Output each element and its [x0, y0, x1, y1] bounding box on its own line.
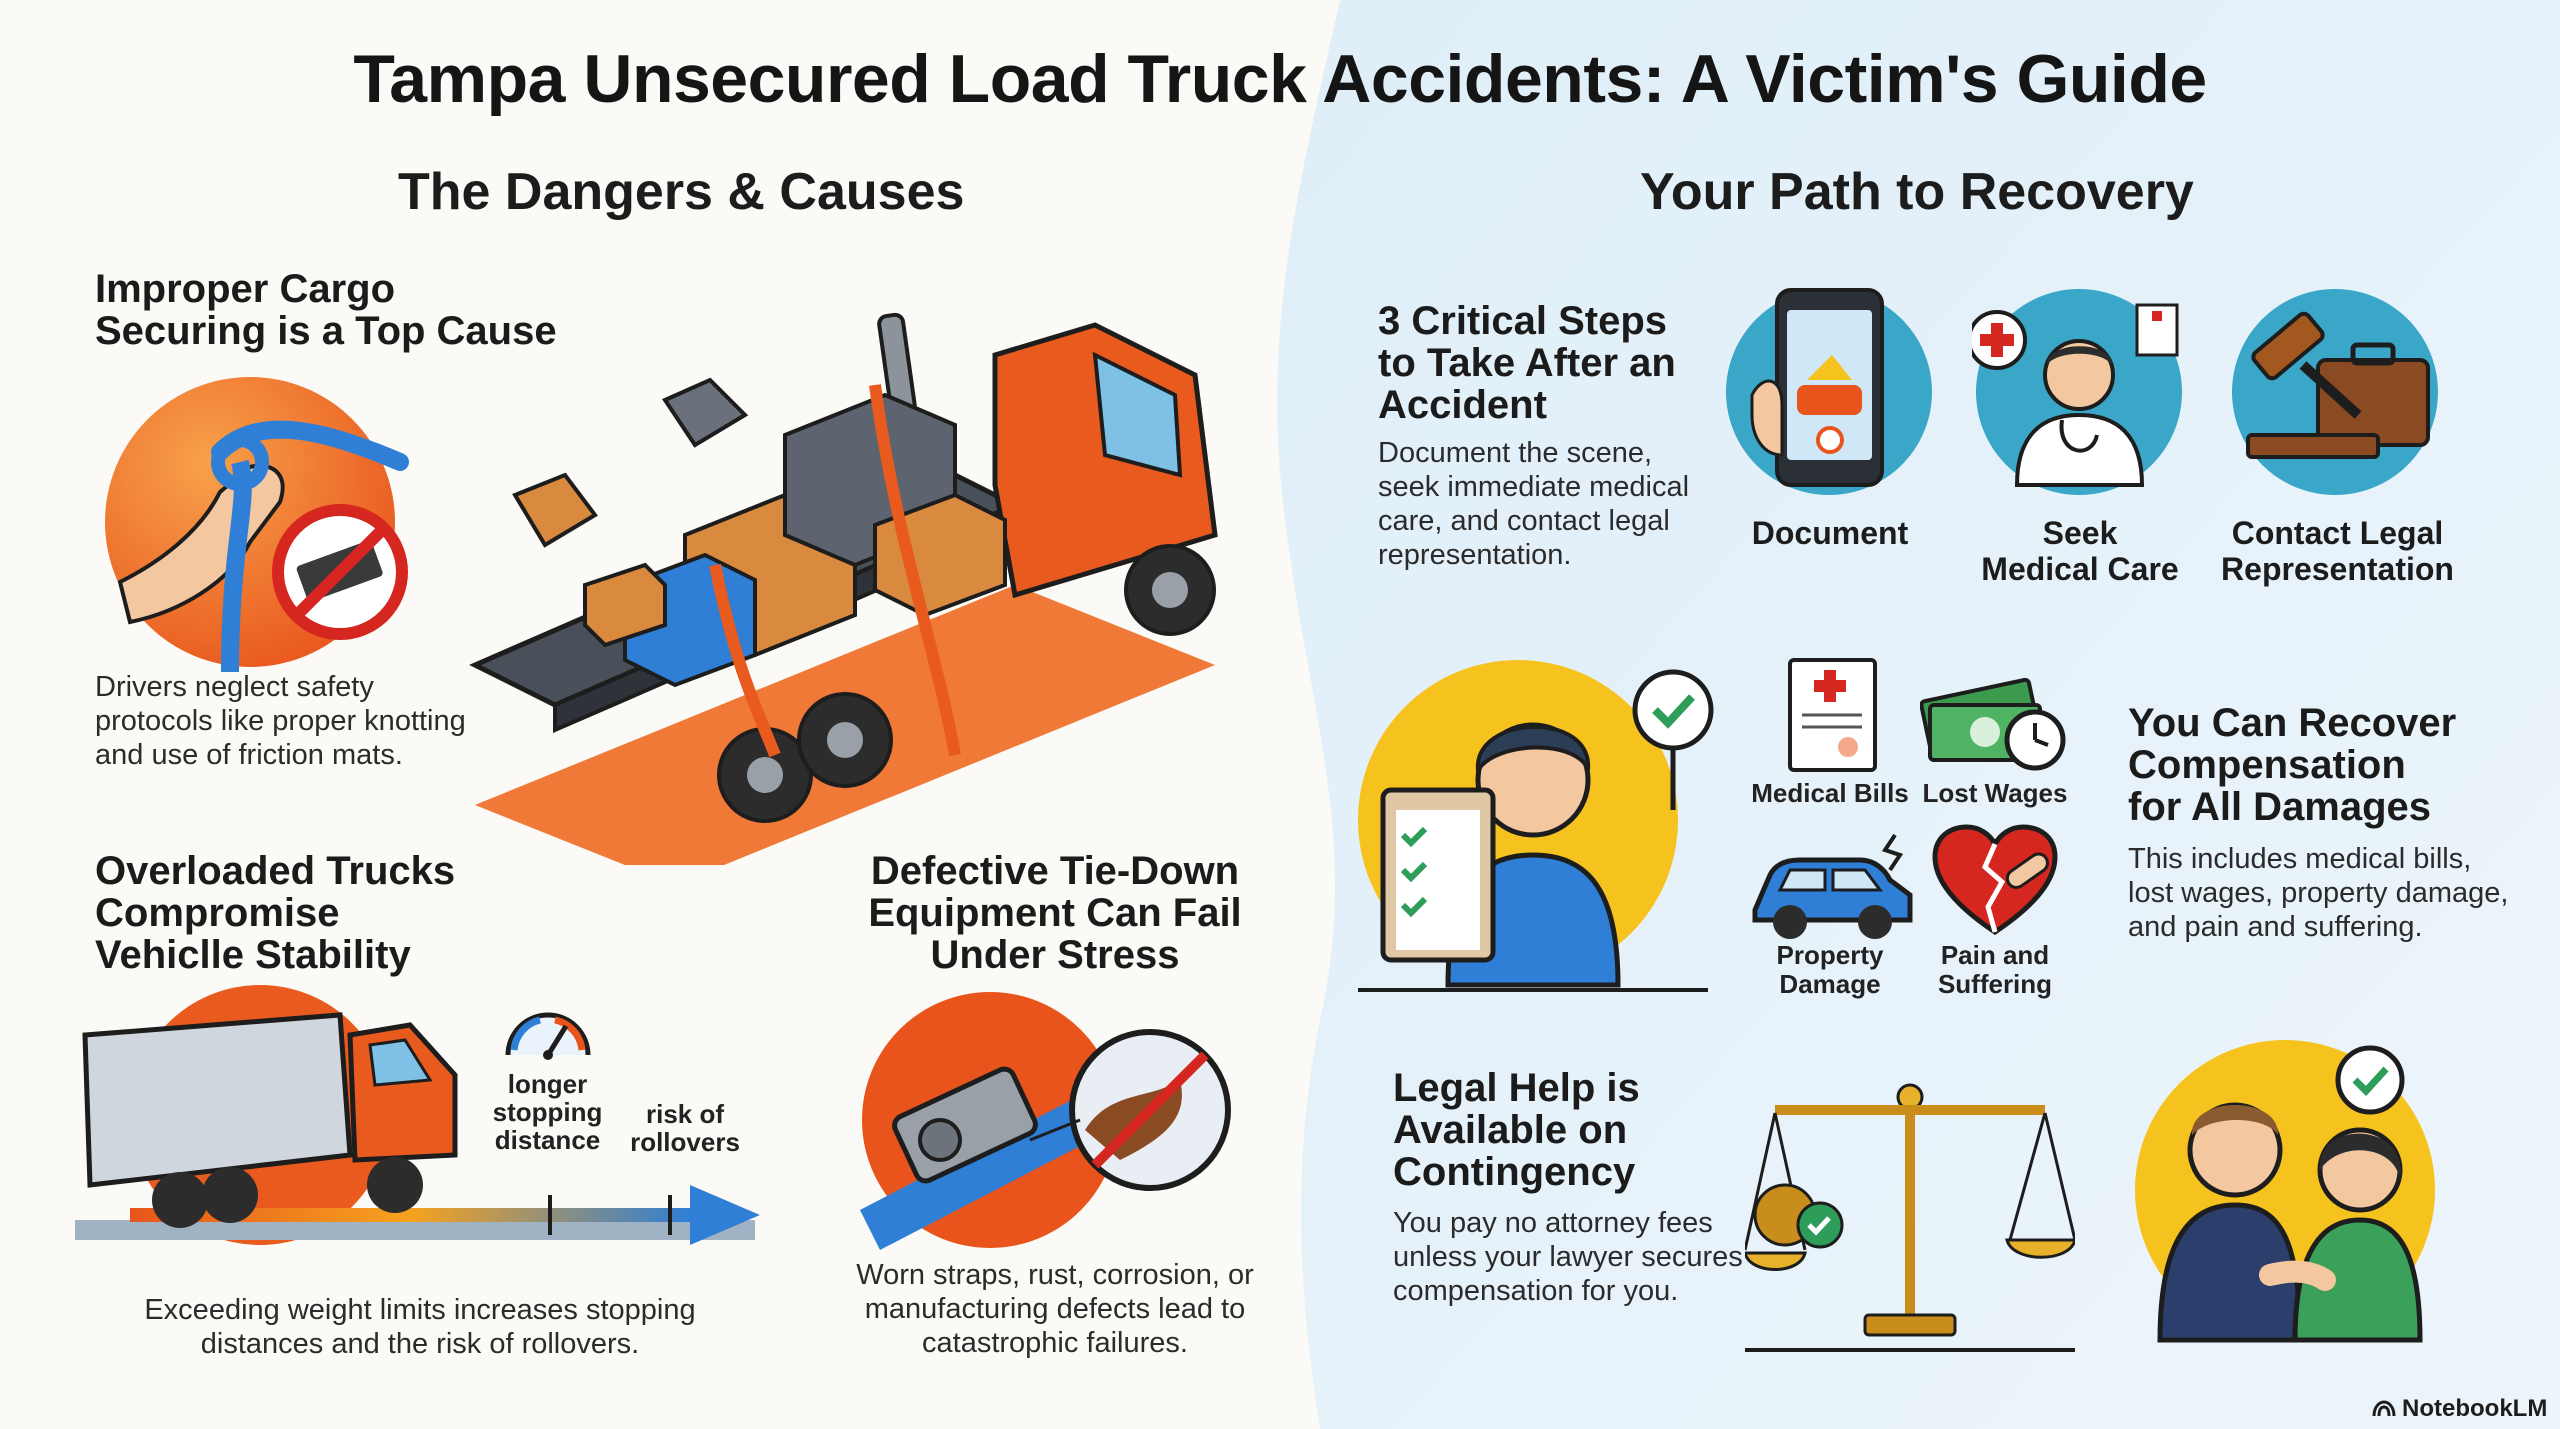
recovery-section-title: Your Path to Recovery	[1640, 163, 2194, 221]
tiedown-heading-line: Defective Tie-Down	[870, 849, 1240, 893]
contingency-description-line: You pay no attorney fees	[1393, 1207, 1713, 1239]
overloaded-truck-illustration	[75, 985, 760, 1245]
tiedown-description-line: Worn straps, rust, corrosion, or	[856, 1259, 1254, 1291]
contingency-description: You pay no attorney fees unless your law…	[1393, 1206, 1743, 1308]
stopping-distance-label: longer stopping distance	[480, 1070, 615, 1154]
phone-camera-icon	[1726, 288, 1932, 495]
step-label-line: Representation	[2221, 551, 2454, 587]
damage-label-line: Pain and	[1940, 940, 2050, 970]
steps-description: Document the scene, seek immediate medic…	[1378, 436, 1689, 572]
steps-heading-line: to Take After an	[1378, 341, 1676, 385]
risk-label-line: rollovers	[630, 1127, 740, 1157]
cargo-description: Drivers neglect safety protocols like pr…	[95, 670, 466, 772]
rope-knot-icon	[105, 377, 409, 672]
gauge-label-line: stopping	[492, 1097, 603, 1127]
tiedown-heading: Defective Tie-Down Equipment Can Fail Un…	[840, 850, 1270, 976]
contingency-heading-line: Contingency	[1393, 1150, 1636, 1194]
ratchet-strap-icon	[860, 992, 1231, 1250]
gauge-label-line: distance	[494, 1125, 601, 1155]
compensation-description-line: lost wages, property damage,	[2128, 877, 2509, 909]
damage-label-line: Suffering	[1937, 969, 2053, 999]
tiedown-description: Worn straps, rust, corrosion, or manufac…	[820, 1258, 1290, 1360]
page-title: Tampa Unsecured Load Truck Accidents: A …	[353, 41, 2207, 117]
compensation-description-line: and pain and suffering.	[2128, 911, 2423, 943]
steps-description-line: Document the scene,	[1378, 437, 1653, 469]
overload-description-line: distances and the risk of rollovers.	[200, 1328, 640, 1360]
compensation-heading-line: for All Damages	[2128, 785, 2432, 829]
person-clipboard-illustration	[1358, 660, 1714, 992]
damage-label-pain: Pain and Suffering	[1905, 941, 2085, 999]
speedometer-gauge-icon	[505, 1012, 591, 1060]
gauge-label-line: longer	[507, 1069, 588, 1099]
compensation-heading-line: Compensation	[2128, 743, 2406, 787]
tiedown-heading-line: Equipment Can Fail	[868, 891, 1242, 935]
steps-heading: 3 Critical Steps to Take After an Accide…	[1378, 300, 1676, 426]
compensation-description: This includes medical bills, lost wages,…	[2128, 842, 2508, 944]
tiedown-description-line: manufacturing defects lead to	[864, 1293, 1246, 1325]
scales-of-justice-icon	[1745, 1083, 2075, 1352]
notebooklm-brand: NotebookLM	[2372, 1395, 2547, 1423]
steps-description-line: seek immediate medical	[1378, 471, 1690, 503]
step-label-line: Document	[1751, 515, 1909, 551]
dangers-section-title: The Dangers & Causes	[398, 163, 965, 221]
risk-label-line: risk of	[645, 1099, 725, 1129]
overload-description-line: Exceeding weight limits increases stoppi…	[144, 1294, 696, 1326]
overload-heading-line: Vehiclle Stability	[95, 933, 411, 977]
notebooklm-logo-icon	[2372, 1400, 2396, 1417]
flatbed-truck-illustration	[469, 312, 1218, 865]
step-label-line: Medical Care	[1981, 551, 2179, 587]
steps-description-line: representation.	[1378, 539, 1572, 571]
step-label-document: Document	[1715, 515, 1945, 551]
cargo-description-line: protocols like proper knotting	[95, 705, 466, 737]
damage-label-line: Property	[1776, 940, 1884, 970]
step-label-medical: Seek Medical Care	[1960, 515, 2200, 587]
handshake-illustration	[2135, 1040, 2435, 1343]
damage-label-lost-wages: Lost Wages	[1922, 778, 2068, 808]
damage-label-property: Property Damage	[1740, 941, 1920, 999]
damaged-car-icon	[1752, 833, 1913, 939]
steps-description-line: care, and contact legal	[1378, 505, 1670, 537]
tiedown-description-line: catastrophic failures.	[922, 1327, 1188, 1359]
contingency-heading: Legal Help is Available on Contingency	[1393, 1067, 1640, 1193]
overload-description: Exceeding weight limits increases stoppi…	[70, 1293, 770, 1361]
step-label-line: Contact Legal	[2231, 515, 2444, 551]
contingency-heading-line: Legal Help is	[1393, 1066, 1640, 1110]
tiedown-heading-line: Under Stress	[930, 933, 1180, 977]
rollover-risk-label: risk of rollovers	[620, 1100, 750, 1156]
cargo-heading-line: Improper Cargo	[95, 267, 396, 311]
cargo-heading: Improper Cargo Securing is a Top Cause	[95, 268, 557, 352]
contingency-description-line: compensation for you.	[1393, 1275, 1679, 1307]
overload-heading: Overloaded Trucks Compromise Vehiclle St…	[95, 850, 455, 976]
cargo-heading-line: Securing is a Top Cause	[95, 309, 557, 353]
cargo-description-line: Drivers neglect safety	[95, 671, 374, 703]
money-clock-icon	[1920, 677, 2066, 771]
overload-heading-line: Compromise	[95, 891, 340, 935]
cargo-description-line: and use of friction mats.	[95, 739, 403, 771]
compensation-heading-line: You Can Recover	[2128, 701, 2457, 745]
overload-heading-line: Overloaded Trucks	[95, 849, 456, 893]
contingency-heading-line: Available on	[1393, 1108, 1628, 1152]
medical-bill-icon	[1788, 658, 1877, 772]
broken-heart-icon	[1932, 824, 2058, 936]
compensation-heading: You Can Recover Compensation for All Dam…	[2128, 702, 2456, 828]
steps-heading-line: Accident	[1378, 383, 1547, 427]
compensation-description-line: This includes medical bills,	[2128, 843, 2472, 875]
gavel-briefcase-icon	[2232, 289, 2438, 495]
doctor-icon	[1972, 289, 2182, 495]
damage-label-line: Damage	[1779, 969, 1881, 999]
step-label-legal: Contact Legal Representation	[2205, 515, 2470, 587]
contingency-description-line: unless your lawyer secures	[1393, 1241, 1743, 1273]
step-label-line: Seek	[2042, 515, 2118, 551]
brand-label: NotebookLM	[2402, 1395, 2548, 1422]
damage-label-medical-bills: Medical Bills	[1751, 778, 1909, 808]
steps-heading-line: 3 Critical Steps	[1378, 299, 1668, 343]
